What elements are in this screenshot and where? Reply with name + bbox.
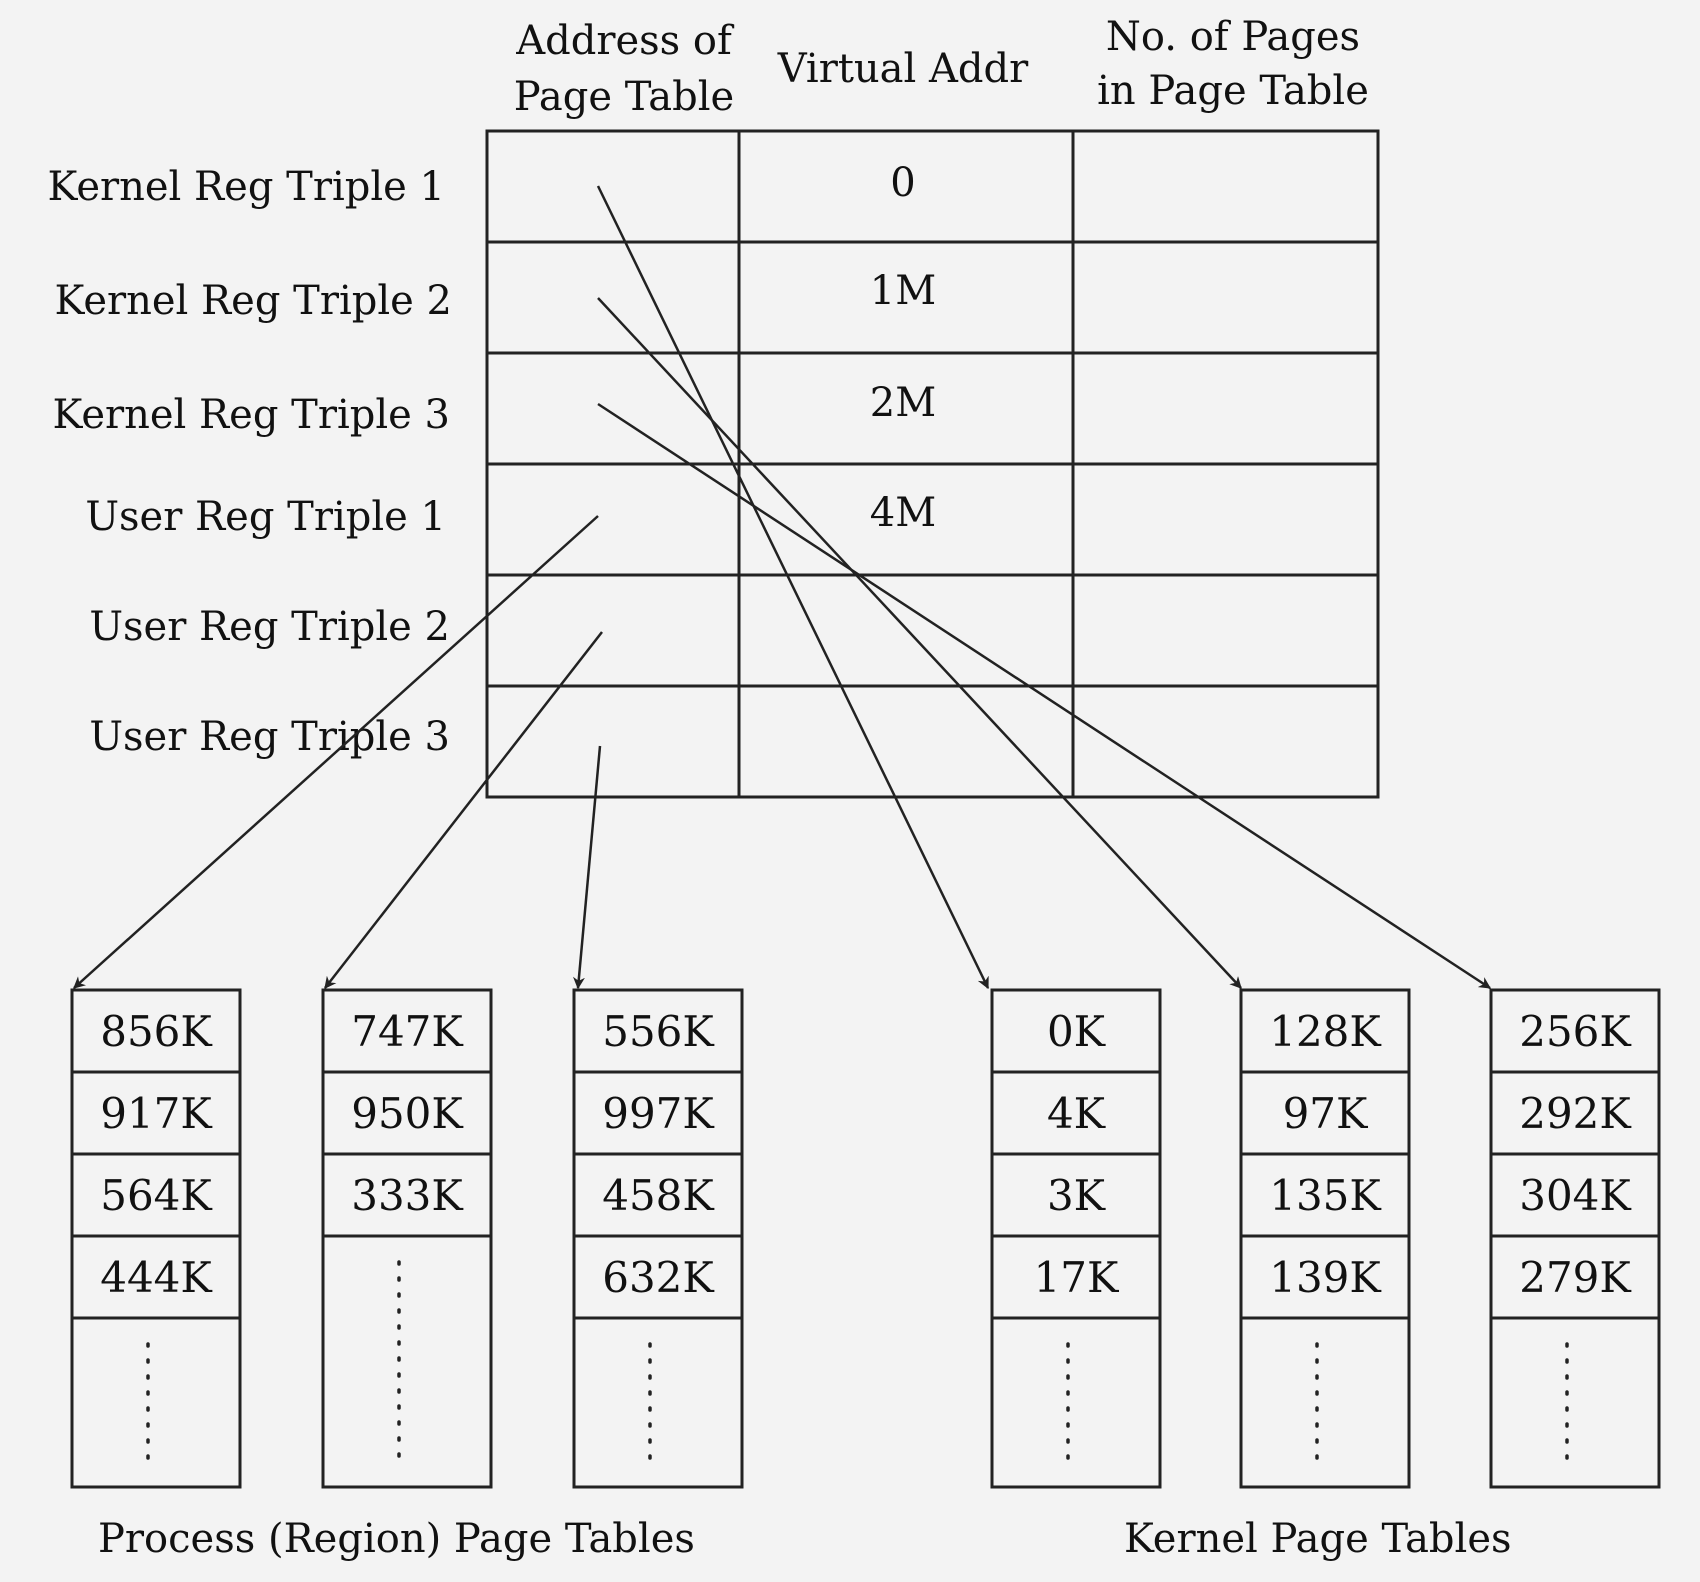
row-label-kernel-reg-triple-1: Kernel Reg Triple 1 <box>48 164 445 210</box>
page-table-entry: 458K <box>602 1171 715 1220</box>
page-table-entry: 556K <box>602 1007 715 1056</box>
virtual-addr-cell: 2M <box>870 380 936 426</box>
page-table-border <box>990 988 1162 1489</box>
page-table-entry: 128K <box>1269 1007 1382 1056</box>
row-label-user-reg-triple-1: User Reg Triple 1 <box>85 494 446 540</box>
caption-process-page-tables: Process (Region) Page Tables <box>98 1516 695 1562</box>
page-table-entry: 97K <box>1283 1089 1369 1138</box>
header-address-of-page-table-line1: Address of <box>515 18 735 64</box>
virtual-addr-cell: 0 <box>890 160 915 206</box>
process-page-table-2: 747K 950K 333K <box>321 988 493 1489</box>
page-table-entry: 444K <box>100 1253 213 1302</box>
row-label-user-reg-triple-3: User Reg Triple 3 <box>89 714 450 760</box>
row-label-user-reg-triple-2: User Reg Triple 2 <box>89 604 450 650</box>
arrow-kernel-triple-2 <box>597 297 1242 989</box>
page-table-entry: 4K <box>1047 1089 1107 1138</box>
row-label-kernel-reg-triple-2: Kernel Reg Triple 2 <box>55 278 452 324</box>
page-table-entry: 997K <box>602 1089 715 1138</box>
page-table-entry: 17K <box>1034 1253 1120 1302</box>
page-table-entry: 856K <box>100 1007 213 1056</box>
row-label-kernel-reg-triple-3: Kernel Reg Triple 3 <box>53 392 450 438</box>
page-table-entry: 139K <box>1269 1253 1382 1302</box>
page-table-border <box>321 988 493 1489</box>
page-table-border <box>1489 988 1661 1489</box>
page-table-border <box>572 988 744 1489</box>
register-triple-table <box>485 129 1380 799</box>
virtual-addr-column: 0 1M 2M 4M <box>870 160 936 536</box>
page-table-entry: 0K <box>1047 1007 1107 1056</box>
page-table-border <box>70 988 242 1489</box>
pointer-arrows <box>73 185 1492 990</box>
kernel-page-table-2: 128K 97K 135K 139K <box>1239 988 1411 1489</box>
page-table-border <box>1239 988 1411 1489</box>
page-table-entry: 917K <box>100 1089 213 1138</box>
page-table-entry: 632K <box>602 1253 715 1302</box>
page-table-entry: 3K <box>1047 1171 1107 1220</box>
register-table-headers: Address of Page Table Virtual Addr No. o… <box>514 14 1369 120</box>
page-table-entry: 564K <box>100 1171 213 1220</box>
page-table-entry: 256K <box>1519 1007 1632 1056</box>
page-table-entry: 333K <box>351 1171 464 1220</box>
page-table-entry: 292K <box>1519 1089 1632 1138</box>
arrow-user-triple-2 <box>324 631 603 989</box>
caption-kernel-page-tables: Kernel Page Tables <box>1124 1516 1512 1562</box>
arrow-user-triple-3 <box>573 745 602 990</box>
process-page-table-1: 856K 917K 564K 444K <box>70 988 242 1489</box>
header-no-of-pages-line1: No. of Pages <box>1106 14 1360 60</box>
arrow-user-triple-1 <box>73 515 599 989</box>
page-table-entry: 747K <box>351 1007 464 1056</box>
process-page-tables: 856K 917K 564K 444K 747K 950K 333K 556K 997K 458K… <box>70 988 744 1489</box>
header-address-of-page-table-line2: Page Table <box>514 74 734 120</box>
page-table-entry: 279K <box>1519 1253 1632 1302</box>
header-virtual-addr: Virtual Addr <box>777 46 1029 92</box>
kernel-page-table-1: 0K 4K 3K 17K <box>990 988 1162 1489</box>
register-row-labels: Kernel Reg Triple 1 Kernel Reg Triple 2 … <box>48 164 452 760</box>
page-table-entry: 950K <box>351 1089 464 1138</box>
virtual-addr-cell: 1M <box>870 268 936 314</box>
virtual-addr-cell: 4M <box>870 490 936 536</box>
arrow-kernel-triple-3 <box>597 402 1492 990</box>
process-page-table-3: 556K 997K 458K 632K <box>572 988 744 1489</box>
header-no-of-pages-line2: in Page Table <box>1097 68 1369 114</box>
kernel-page-table-3: 256K 292K 304K 279K <box>1489 988 1661 1489</box>
arrow-kernel-triple-1 <box>596 185 990 990</box>
kernel-page-tables: 0K 4K 3K 17K 128K 97K 135K 139K 256K 292K 304K 279K <box>990 988 1661 1489</box>
page-table-entry: 135K <box>1269 1171 1382 1220</box>
page-table-entry: 304K <box>1519 1171 1632 1220</box>
